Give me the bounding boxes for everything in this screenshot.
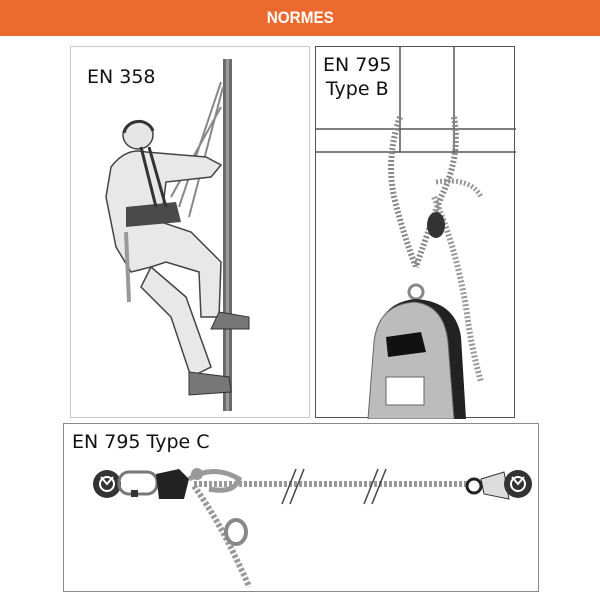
panel-en795b-label-line1: EN 795 bbox=[323, 54, 392, 76]
anchor-device-illustration bbox=[316, 47, 516, 419]
panel-en795-type-c: EN 795 Type C bbox=[63, 423, 539, 592]
panel-en795b-label: EN 795 Type B bbox=[323, 53, 392, 101]
climber-illustration bbox=[105, 59, 250, 411]
header-title: NORMES bbox=[266, 8, 334, 27]
horizontal-lifeline-illustration bbox=[93, 468, 532, 589]
panel-en358-label: EN 358 bbox=[87, 66, 156, 88]
panel-en795c-label: EN 795 Type C bbox=[72, 431, 210, 453]
panel-en358: EN 358 bbox=[70, 46, 310, 418]
panel-en795-type-b: EN 795 Type B bbox=[315, 46, 516, 419]
header-banner: NORMES bbox=[0, 0, 600, 36]
panel-en795b-label-line2: Type B bbox=[325, 78, 389, 100]
